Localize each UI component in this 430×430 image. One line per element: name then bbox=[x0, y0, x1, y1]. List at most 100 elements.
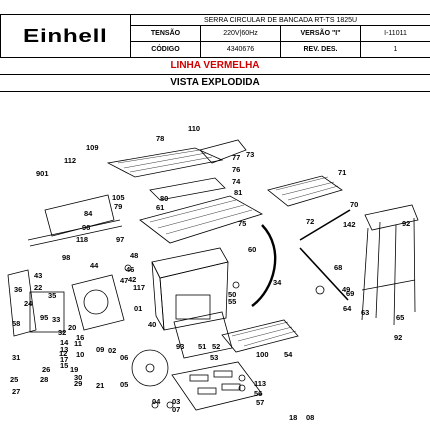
part-number-label: 52 bbox=[212, 342, 220, 351]
part-number-label: 84 bbox=[84, 209, 93, 218]
part-number-label: 60 bbox=[248, 245, 256, 254]
part-number-label: 20 bbox=[68, 323, 76, 332]
part-number-label: 24 bbox=[24, 299, 33, 308]
part-number-label: 68 bbox=[334, 263, 342, 272]
part-number-label: 76 bbox=[232, 165, 240, 174]
part-number-label: 43 bbox=[34, 271, 42, 280]
part-number-label: 81 bbox=[234, 188, 242, 197]
part-number-label: 34 bbox=[273, 278, 282, 287]
part-number-label: 51 bbox=[198, 342, 206, 351]
rev-label: REV. DES. bbox=[280, 41, 361, 58]
part-number-label: 31 bbox=[12, 353, 20, 362]
part-number-label: 118 bbox=[76, 235, 88, 244]
part-number-label: 55 bbox=[228, 297, 236, 306]
part-number-label: 96 bbox=[82, 223, 90, 232]
part-number-label: 80 bbox=[160, 194, 168, 203]
part-number-label: 08 bbox=[306, 413, 314, 422]
part-number-label: 26 bbox=[42, 365, 50, 374]
part-number-label: 32 bbox=[58, 328, 66, 337]
part-number-label: 63 bbox=[361, 308, 369, 317]
part-number-label: 10 bbox=[76, 350, 84, 359]
part-number-label: 03 bbox=[172, 397, 180, 406]
part-number-label: 19 bbox=[70, 365, 78, 374]
part-number-label: 100 bbox=[256, 350, 269, 359]
part-number-label: 06 bbox=[120, 353, 128, 362]
part-number-label: 61 bbox=[156, 203, 164, 212]
table-top-part bbox=[139, 195, 264, 244]
part-number-label: 14 bbox=[60, 338, 69, 347]
part-number-label: 12 bbox=[59, 349, 67, 358]
motor-part bbox=[71, 274, 125, 331]
part-number-label: 48 bbox=[130, 251, 138, 260]
part-number-label: 47 bbox=[120, 276, 128, 285]
part-number-label: 04 bbox=[152, 397, 161, 406]
part-number-label: 109 bbox=[86, 143, 99, 152]
part-number-label: 92 bbox=[402, 219, 410, 228]
part-number-label: 54 bbox=[284, 350, 293, 359]
part-number-label: 93 bbox=[176, 342, 184, 351]
part-number-label: 75 bbox=[238, 219, 246, 228]
part-number-label: 42 bbox=[128, 275, 136, 284]
part-number-label: 69 bbox=[346, 289, 354, 298]
part-number-label: 07 bbox=[172, 405, 180, 414]
stand-top-part bbox=[364, 204, 419, 231]
part-number-label: 40 bbox=[148, 320, 156, 329]
part-number-label: 33 bbox=[52, 315, 60, 324]
part-number-label: 16 bbox=[76, 333, 84, 342]
brand-logo-text: Einhell bbox=[23, 25, 108, 46]
versao-label: VERSÃO "I" bbox=[280, 25, 361, 42]
part-number-label: 79 bbox=[114, 202, 122, 211]
header-table: Einhell SERRA CIRCULAR DE BANCADA RT-TS … bbox=[0, 14, 430, 58]
tensao-value: 220V|60Hz bbox=[200, 25, 281, 42]
part-number-label: 30 bbox=[74, 373, 82, 382]
line-label: LINHA VERMELHA bbox=[0, 58, 430, 75]
part-number-label: 57 bbox=[256, 398, 264, 407]
codigo-value: 4340676 bbox=[200, 41, 281, 58]
right-extension-part bbox=[221, 319, 299, 353]
part-number-label: 44 bbox=[90, 261, 99, 270]
part-number-label: 05 bbox=[120, 380, 128, 389]
part-number-label: 29 bbox=[74, 379, 82, 388]
top-tray-part bbox=[106, 147, 224, 178]
part-number-label: 46 bbox=[126, 265, 134, 274]
part-number-label: 98 bbox=[62, 253, 70, 262]
part-number-label: 95 bbox=[40, 313, 48, 322]
part-number-label: 35 bbox=[48, 291, 56, 300]
part-number-label: 49 bbox=[342, 285, 350, 294]
view-label: VISTA EXPLODIDA bbox=[0, 75, 430, 92]
part-number-label: 56 bbox=[254, 389, 262, 398]
part-number-label: 117 bbox=[133, 283, 145, 292]
fence-part bbox=[44, 194, 115, 237]
codigo-label: CÓDIGO bbox=[130, 41, 201, 58]
part-number-label: 36 bbox=[14, 285, 22, 294]
saw-blade-part bbox=[131, 349, 169, 387]
part-number-label: 74 bbox=[232, 177, 241, 186]
part-number-label: 92 bbox=[394, 333, 402, 342]
part-number-label: 22 bbox=[34, 283, 42, 292]
part-number-label: 18 bbox=[289, 413, 297, 422]
part-number-label: 13 bbox=[60, 345, 68, 354]
part-number-label: 25 bbox=[10, 375, 18, 384]
part-number-label: 65 bbox=[396, 313, 404, 322]
part-number-label: 110 bbox=[188, 124, 200, 133]
part-number-label: 97 bbox=[116, 235, 124, 244]
part-number-label: 71 bbox=[338, 168, 346, 177]
part-number-label: 01 bbox=[134, 304, 142, 313]
part-number-label: 09 bbox=[96, 345, 104, 354]
versao-value: I-11011 bbox=[359, 25, 430, 42]
part-number-label: 11 bbox=[74, 339, 82, 348]
part-number-label: 58 bbox=[12, 319, 20, 328]
part-number-label: 72 bbox=[306, 217, 314, 226]
part-number-label: 77 bbox=[232, 153, 240, 162]
product-title: SERRA CIRCULAR DE BANCADA RT-TS 1825U bbox=[129, 14, 430, 26]
part-number-label: 112 bbox=[64, 156, 76, 165]
rail-part bbox=[149, 177, 226, 201]
part-number-label: 27 bbox=[12, 387, 20, 396]
part-number-label: 142 bbox=[343, 220, 356, 229]
part-number-label: 28 bbox=[40, 375, 48, 384]
part-number-label: 78 bbox=[156, 134, 164, 143]
blade-guard-part bbox=[199, 139, 247, 164]
